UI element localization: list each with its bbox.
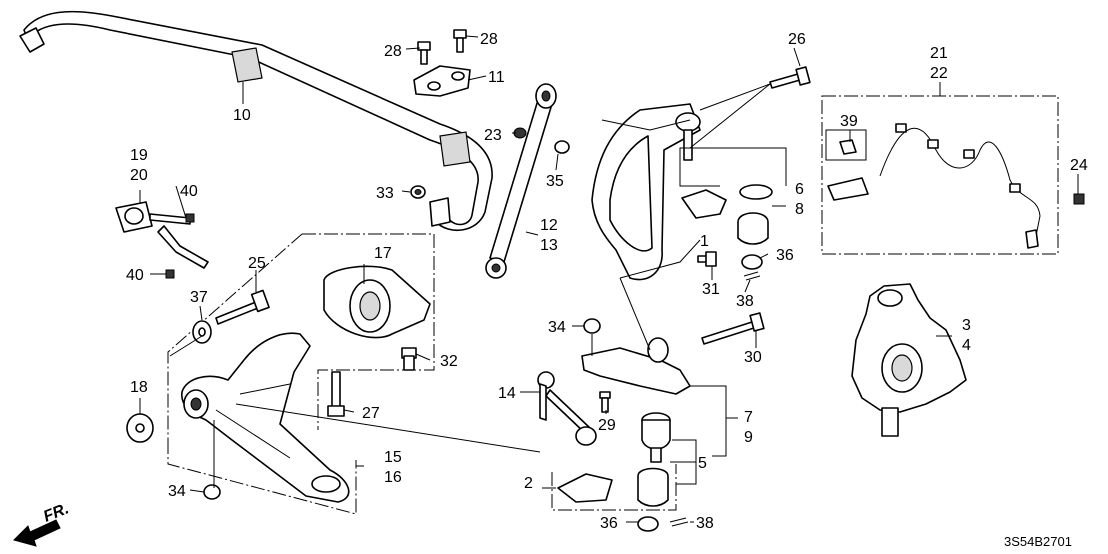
callout-4: 4 [962, 337, 971, 354]
upper-knuckle-assembly [591, 103, 701, 281]
callout-35: 35 [546, 173, 564, 190]
height-sensor [115, 201, 209, 269]
callout-14: 14 [498, 385, 516, 402]
callout-10: 10 [233, 107, 251, 124]
bolt-40-lower [165, 269, 175, 279]
callout-16: 16 [384, 469, 402, 486]
washer-18 [126, 413, 154, 443]
wheel-speed-sensor-box [821, 95, 1059, 255]
lower-ball-joint [641, 412, 671, 463]
callout-8: 8 [795, 201, 804, 218]
callout-5: 5 [698, 455, 707, 472]
callout-13: 13 [540, 237, 558, 254]
callout-12: 12 [540, 217, 558, 234]
stabilizer-bar [19, 10, 493, 231]
bolt-40-upper [185, 213, 195, 223]
flange-nut-33 [410, 185, 426, 199]
bolt-30 [701, 312, 765, 345]
callout-28b: 28 [480, 31, 498, 48]
callout-19: 19 [130, 147, 148, 164]
bolt-32 [401, 347, 417, 371]
callout-36-upper: 36 [776, 247, 794, 264]
callout-39: 39 [840, 113, 858, 130]
ball-joint-kit-upper [681, 184, 773, 245]
callout-29: 29 [598, 417, 616, 434]
callout-21: 21 [930, 45, 948, 62]
callout-17: 17 [374, 245, 392, 262]
leader-lines [139, 35, 1079, 523]
callout-23: 23 [484, 127, 502, 144]
front-direction-arrow-icon [13, 519, 61, 547]
washer-37 [192, 320, 212, 344]
callout-2: 2 [524, 475, 533, 492]
callout-numbers: 1 2 3 4 5 6 7 8 9 10 11 12 13 14 15 16 1… [126, 31, 1088, 532]
ball-joint-kit-lower [557, 467, 669, 507]
callout-27: 27 [362, 405, 380, 422]
callout-28a: 28 [384, 43, 402, 60]
dash-box-lower-arm [167, 440, 357, 515]
dash-box-bushing [302, 233, 435, 430]
callout-25: 25 [248, 255, 266, 272]
callout-38-lower: 38 [696, 515, 714, 532]
cotter-pin-38-lower [669, 517, 689, 527]
bolt-31 [697, 251, 717, 267]
castle-nut-36-upper [741, 254, 763, 270]
bolt-27 [327, 371, 345, 417]
dash-box-kit-lower [551, 464, 677, 511]
lower-control-arm [181, 332, 350, 503]
bolt-29 [599, 391, 611, 413]
flange-bolt-28a [417, 41, 431, 65]
callout-18: 18 [130, 379, 148, 396]
callout-26: 26 [788, 31, 806, 48]
callout-3: 3 [962, 317, 971, 334]
bolt-25 [215, 289, 270, 325]
bolt-24 [1073, 193, 1085, 205]
nut-35 [554, 140, 570, 154]
direction-label: FR. [41, 500, 71, 525]
lower-arm-b [581, 337, 691, 395]
stabilizer-link-lower [537, 371, 597, 446]
flange-bolt-28b [453, 29, 467, 53]
callout-40-lower: 40 [126, 267, 144, 284]
callout-37: 37 [190, 289, 208, 306]
callout-15: 15 [384, 449, 402, 466]
callout-31: 31 [702, 281, 720, 298]
dash-box-left [167, 233, 303, 440]
cotter-pin-38-upper [743, 271, 761, 281]
callout-20: 20 [130, 167, 148, 184]
diagram-code: 3S54B2701 [1004, 534, 1072, 549]
stabilizer-link [485, 83, 557, 279]
callout-24: 24 [1070, 157, 1088, 174]
callout-6: 6 [795, 181, 804, 198]
callout-22: 22 [930, 65, 948, 82]
castle-nut-36-lower [637, 516, 659, 532]
compliance-bushing [323, 265, 431, 339]
callout-11: 11 [488, 69, 505, 86]
callout-1: 1 [700, 233, 709, 250]
callout-9: 9 [744, 429, 753, 446]
callout-33: 33 [376, 185, 394, 202]
callout-40-upper: 40 [180, 183, 198, 200]
callout-34-lower: 34 [168, 483, 186, 500]
callout-32: 32 [440, 353, 458, 370]
nut-34-upper [583, 318, 601, 334]
bolt-26 [769, 66, 811, 89]
steering-knuckle [851, 283, 967, 437]
callout-30: 30 [744, 349, 762, 366]
callout-7: 7 [744, 409, 753, 426]
stabilizer-holder-bracket [413, 65, 471, 97]
callout-38-upper: 38 [736, 293, 754, 310]
callout-36-lower: 36 [600, 515, 618, 532]
callout-34-upper: 34 [548, 319, 566, 336]
nut-34-lower [203, 484, 221, 500]
